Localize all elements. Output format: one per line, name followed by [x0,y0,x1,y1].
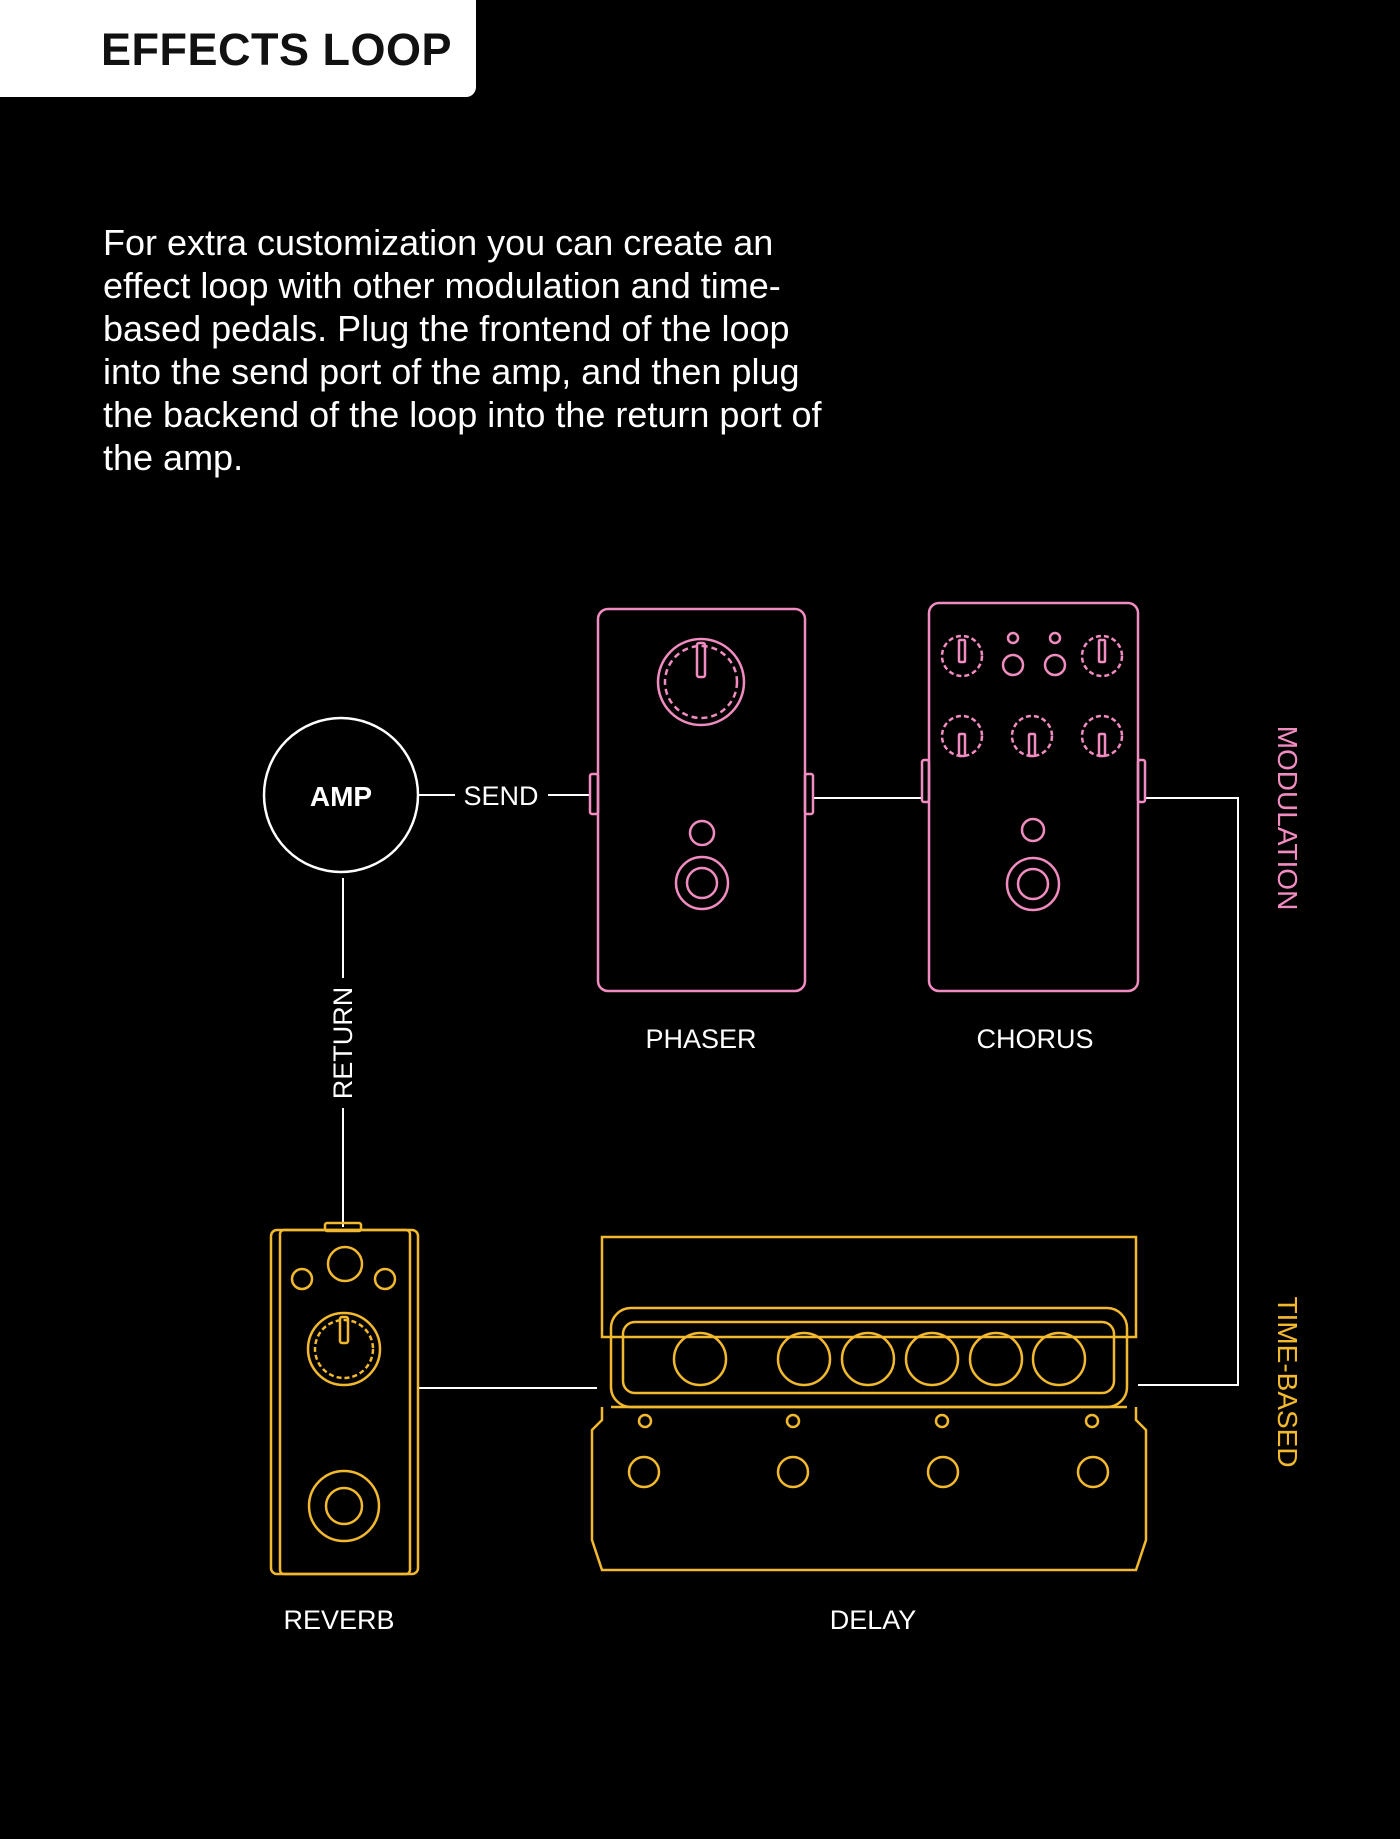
modulation-group-label: MODULATION [1272,726,1303,911]
reverb-footswitch-icon [307,1469,381,1543]
delay-footswitch-4-icon [1076,1455,1110,1489]
chorus-footswitch-icon [1005,856,1061,912]
delay-knob-2-icon [776,1331,832,1387]
chorus-knob-5-pointer [1097,732,1107,758]
phaser-knob-pointer [695,641,707,679]
delay-led-2-icon [785,1413,801,1429]
phaser-body [596,607,807,993]
delay-knob-5-icon [968,1331,1024,1387]
delay-led-4-icon [1084,1413,1100,1429]
reverb-led-left-icon [290,1267,314,1291]
delay-led-1-icon [637,1413,653,1429]
chorus-led-icon [1020,817,1046,843]
chorus-knob-4-icon [1010,714,1054,758]
return-label: RETURN [328,987,358,1100]
chorus-knob-2-icon [1080,634,1124,678]
chorus-toggle-2-icon [1043,653,1067,677]
delay-base [590,1407,1148,1572]
chorus-label: CHORUS [976,1024,1093,1054]
delay-knob-4-icon [904,1331,960,1387]
delay-knob-6-icon [1031,1331,1087,1387]
reverb-pedal [269,1221,420,1576]
delay-led-3-icon [934,1413,950,1429]
chorus-knob-3-pointer [957,732,967,758]
delay-footswitch-3-icon [926,1455,960,1489]
amp-circle [262,716,420,874]
send-label: SEND [463,781,538,811]
reverb-knob-pointer [338,1315,350,1345]
chorus-knob-1-icon [940,634,984,678]
delay-pedal [590,1235,1148,1572]
reverb-label: REVERB [283,1605,394,1635]
delay-footswitch-2-icon [776,1455,810,1489]
chorus-footswitch-inner-icon [1016,867,1050,901]
delay-label: DELAY [830,1605,917,1635]
reverb-top-jack [323,1221,363,1233]
phaser-led-icon [688,819,716,847]
chorus-knob-3-icon [940,714,984,758]
reverb-knob-top-icon [326,1245,364,1283]
phaser-knob-inner-icon [663,644,739,720]
page-title: EFFECTS LOOP [101,24,453,75]
chorus-delay-cable [1138,797,1239,1386]
amp-label: AMP [310,781,372,812]
delay-footswitch-1-icon [627,1455,661,1489]
delay-back-panel [600,1235,1138,1339]
phaser-footswitch-icon [674,855,730,911]
chorus-input-jack [920,758,931,804]
phaser-pedal [588,607,815,993]
delay-knob-3-icon [840,1331,896,1387]
delay-knob-1-icon [672,1331,728,1387]
reverb-footswitch-inner-icon [324,1486,364,1526]
delay-display-inner [621,1320,1116,1395]
title-tab: EFFECTS LOOP [0,0,476,97]
reverb-knob-icon [306,1311,382,1387]
signal-cables [342,794,1239,1389]
chorus-small-led-1-icon [1006,631,1020,645]
time-based-group-label: TIME-BASED [1272,1296,1303,1467]
phaser-output-jack [803,772,815,816]
intro-paragraph: For extra customization you can create a… [103,222,822,478]
chorus-knob-4-pointer [1027,732,1037,758]
amp: AMP [262,716,420,874]
chorus-toggle-1-icon [1001,653,1025,677]
reverb-knob-inner-icon [313,1318,375,1380]
chorus-pedal [920,601,1147,993]
chorus-small-led-2-icon [1048,631,1062,645]
phaser-knob-icon [656,637,746,727]
chorus-knob-2-pointer [1097,638,1107,664]
chorus-output-jack [1136,758,1147,804]
phaser-input-jack [588,772,600,816]
phaser-footswitch-inner-icon [685,866,719,900]
phaser-label: PHASER [645,1024,756,1054]
reverb-led-right-icon [373,1267,397,1291]
chorus-knob-1-pointer [957,638,967,664]
chorus-knob-5-icon [1080,714,1124,758]
